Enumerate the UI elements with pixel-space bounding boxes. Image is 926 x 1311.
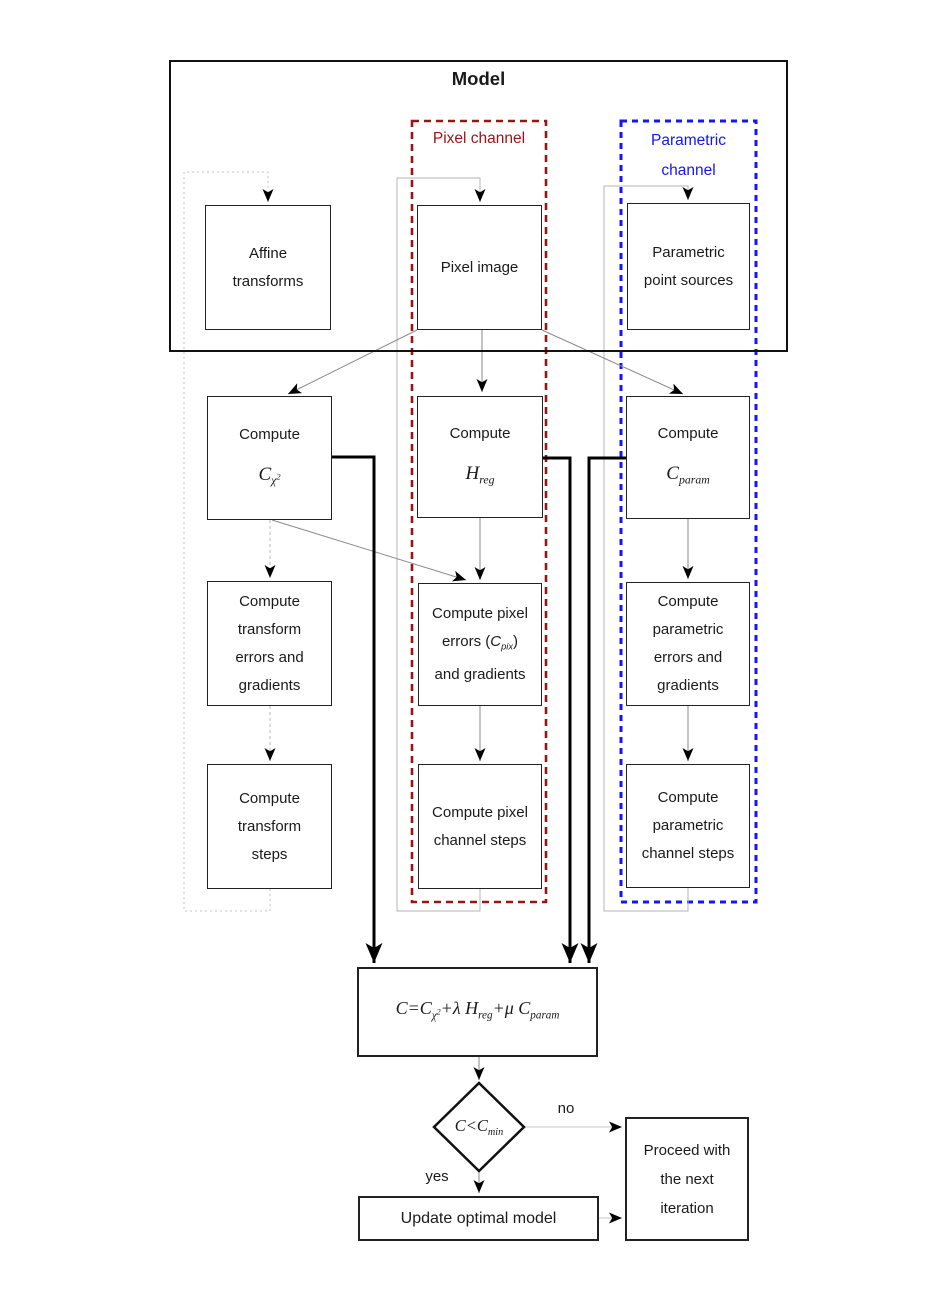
chi2-to-cost-arrow <box>332 455 383 963</box>
box-line: the next <box>660 1170 714 1188</box>
cost-formula: C=Cχ2+λ Hreg+μ Cparam <box>395 998 560 1022</box>
box-line: steps <box>251 845 288 863</box>
box-line: iteration <box>660 1199 714 1217</box>
parametric-point-sources-box: Parametric point sources <box>627 203 750 330</box>
model-container-box <box>169 60 788 352</box>
box-line: Pixel image <box>440 258 519 276</box>
pixel-channel-dashed-box <box>410 119 548 904</box>
box-line: Compute <box>657 425 719 443</box>
box-line: errors and <box>653 649 723 666</box>
box-line: Compute <box>657 593 719 610</box>
affine-transforms-box: Affine transforms <box>205 205 331 330</box>
model-to-chi2-line <box>287 329 418 395</box>
hreg-to-cost-arrow <box>543 456 579 963</box>
box-line: parametric <box>652 621 724 638</box>
box-line: gradients <box>238 676 301 694</box>
box-line: transform <box>237 620 302 638</box>
cparam-symbol: Cparam <box>666 463 710 487</box>
proceed-iteration-box: Proceed with the next iteration <box>625 1117 749 1241</box>
loopback-connectors <box>183 171 694 912</box>
box-line: Compute pixel <box>432 803 528 821</box>
box-line: parametric <box>652 817 724 834</box>
box-line: Compute <box>239 592 300 610</box>
thin-connectors <box>264 329 694 1224</box>
box-line: and gradients <box>434 665 526 683</box>
chi2-symbol: Cχ2 <box>258 463 281 488</box>
compute-parametric-errors-box: Compute parametric errors and gradients <box>626 582 750 706</box>
affine-loopback-line <box>183 171 274 912</box>
model-to-cparam-line <box>541 329 684 395</box>
box-line: Parametric <box>652 243 725 261</box>
compute-chi2-box: Compute Cχ2 <box>207 396 332 520</box>
compute-transform-steps-box: Compute transform steps <box>207 764 332 889</box>
box-line: gradients <box>657 677 719 694</box>
box-line: Compute <box>239 425 300 443</box>
box-line: Compute <box>657 789 719 806</box>
box-line: Update optimal model <box>400 1209 557 1227</box>
decision-diamond <box>432 1081 526 1173</box>
box-line: errors (Cpix) <box>441 633 519 652</box>
box-line: channel steps <box>641 845 735 862</box>
box-line: Proceed with <box>643 1141 731 1159</box>
box-line: Affine <box>248 244 288 262</box>
cpix-symbol: Cpix <box>490 633 514 652</box>
compute-pixel-steps-box: Compute pixel channel steps <box>418 764 542 889</box>
box-line: point sources <box>643 271 734 289</box>
model-title: Model <box>451 68 506 89</box>
cparam-to-cost-arrow <box>580 456 626 963</box>
compute-hreg-box: Compute Hreg <box>417 396 543 518</box>
box-line: Compute <box>449 424 511 442</box>
no-label: no <box>557 1100 575 1117</box>
box-line: channel steps <box>433 831 527 849</box>
box-line: Compute <box>239 789 300 807</box>
box-line: errors and <box>235 648 304 666</box>
box-line: transforms <box>232 272 304 290</box>
parametric-channel-label-line2: channel <box>661 162 716 179</box>
parametric-loopback-line <box>603 185 694 912</box>
parametric-channel-label-line1: Parametric <box>651 132 726 149</box>
update-model-box: Update optimal model <box>358 1196 599 1241</box>
thick-cost-connectors <box>332 455 626 963</box>
compute-pixel-errors-box: Compute pixel errors (Cpix) and gradient… <box>418 583 542 706</box>
compute-parametric-steps-box: Compute parametric channel steps <box>626 764 750 888</box>
cost-formula-box: C=Cχ2+λ Hreg+μ Cparam <box>357 967 598 1057</box>
pixel-channel-label: Pixel channel <box>432 130 526 147</box>
compute-cparam-box: Compute Cparam <box>626 396 750 519</box>
pixel-image-box: Pixel image <box>417 205 542 330</box>
parametric-channel-label: Parametric channel <box>621 126 756 186</box>
pixel-loopback-line <box>396 177 486 912</box>
box-line: Compute pixel <box>432 605 528 623</box>
hreg-symbol: Hreg <box>465 462 495 487</box>
yes-label: yes <box>425 1168 449 1185</box>
chi2-to-pixelerrors-line <box>271 519 467 582</box>
compute-transform-errors-box: Compute transform errors and gradients <box>207 581 332 706</box>
decision-label: C<Cmin <box>454 1116 504 1139</box>
box-line: transform <box>237 817 302 835</box>
